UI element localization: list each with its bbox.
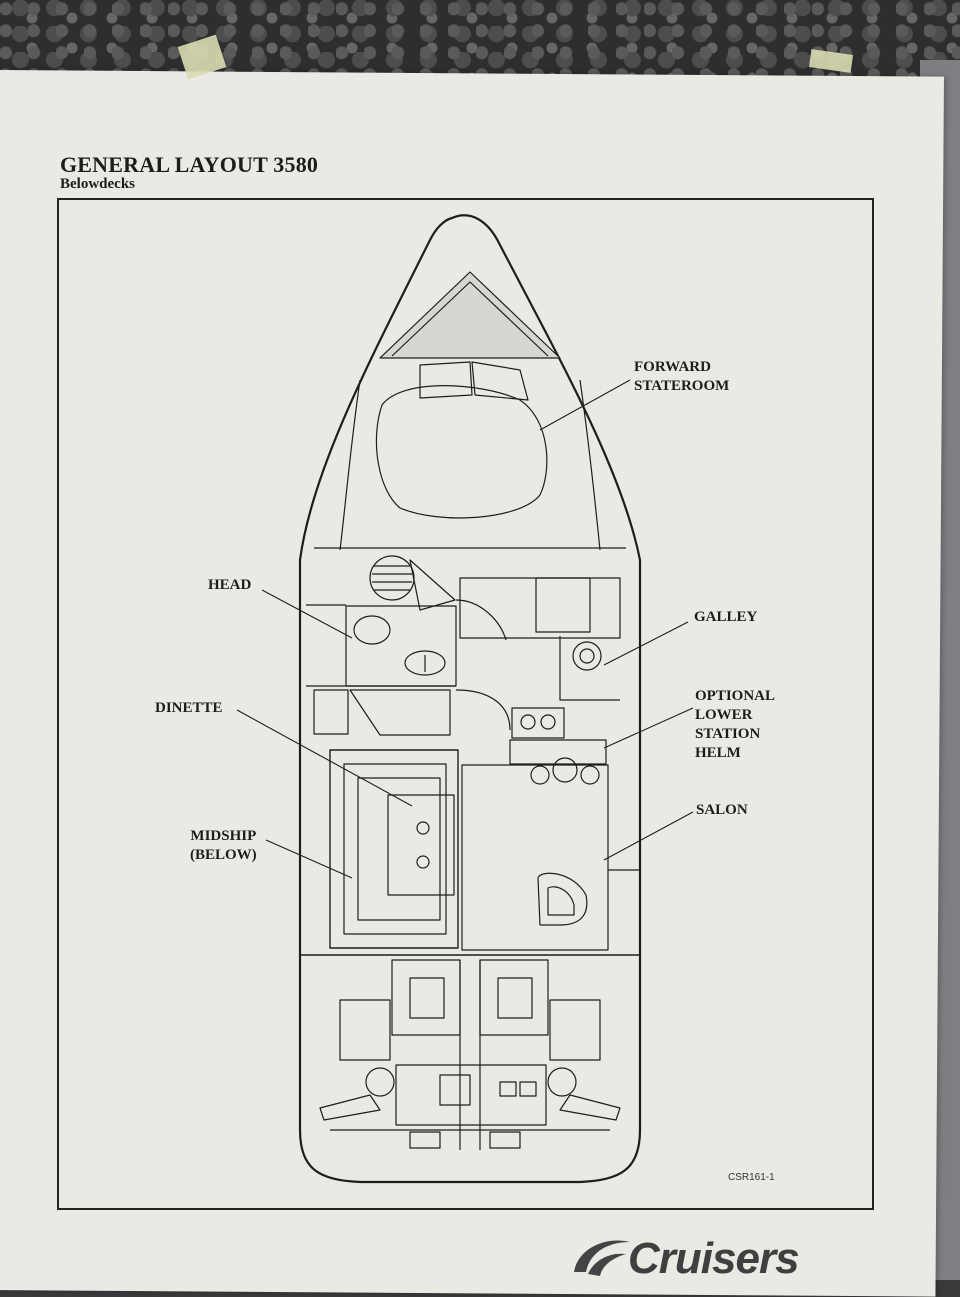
label-optional-lower-station-helm: OPTIONAL LOWER STATION HELM [695, 688, 776, 761]
label-midship-below: MIDSHIP (BELOW) [190, 828, 257, 863]
page-subtitle: Belowdecks [60, 176, 135, 192]
label-forward-stateroom: FORWARD STATEROOM [634, 359, 730, 394]
label-dinette: DINETTE [155, 700, 223, 716]
drawing-frame [57, 198, 874, 1210]
page-title: GENERAL LAYOUT 3580 [60, 152, 319, 177]
label-salon: SALON [696, 802, 748, 818]
brand-swoosh-icon [574, 1240, 630, 1276]
label-head: HEAD [208, 577, 252, 593]
brand-logo: Cruisers [568, 1232, 948, 1283]
label-galley: GALLEY [694, 609, 758, 625]
brand-name: Cruisers [628, 1234, 800, 1283]
drawing-code: CSR161-1 [728, 1172, 775, 1183]
